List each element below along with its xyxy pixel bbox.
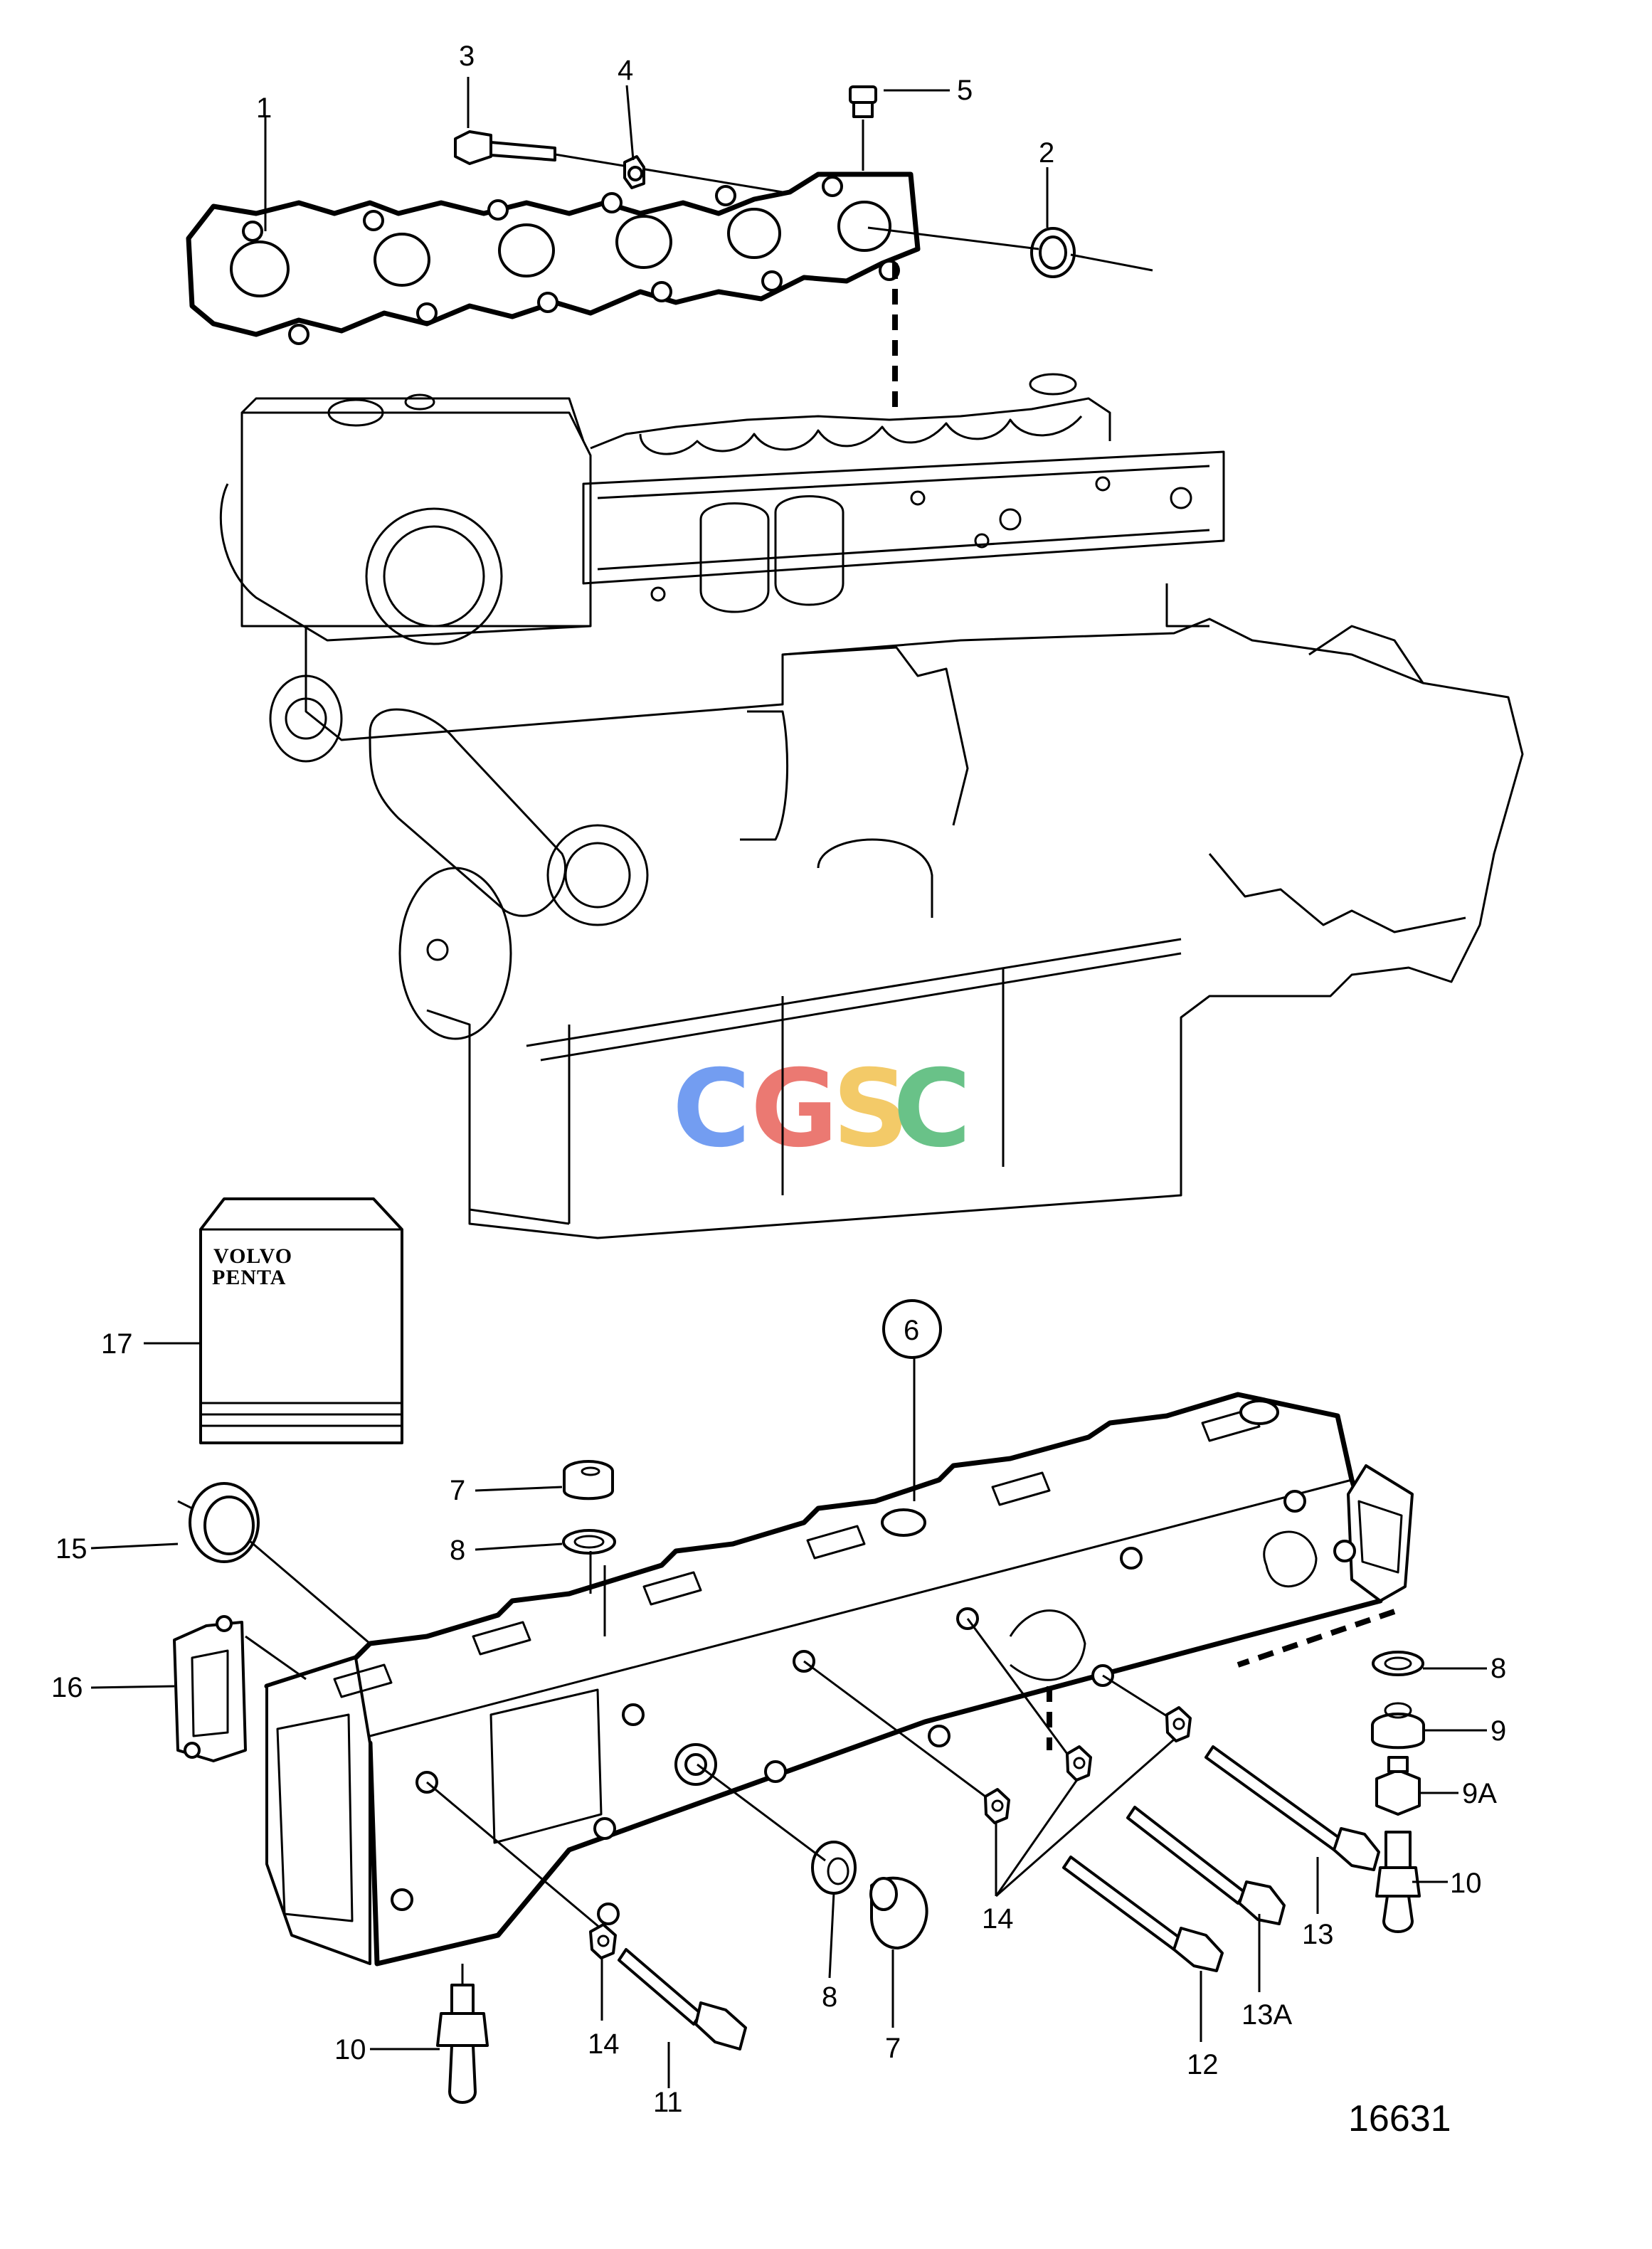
booklet-brand-line2: PENTA	[212, 1266, 286, 1289]
callout-10-left: 10	[334, 2034, 366, 2065]
watermark-letter-s: S	[832, 1047, 909, 1171]
bolt-part-12	[803, 1660, 1224, 1972]
callout-14-left: 14	[588, 2028, 620, 2060]
callout-8-bottom: 8	[822, 1981, 837, 2013]
end-cover-plate	[1347, 1464, 1414, 1602]
lock-washer-part-4	[623, 155, 645, 189]
callout-5: 5	[957, 75, 973, 106]
plug-bottom-guide-line	[697, 1763, 826, 1862]
callout-2: 2	[1039, 137, 1054, 169]
callout-3: 3	[459, 41, 475, 72]
callout-12: 12	[1187, 2049, 1219, 2080]
plug-part-7-bottom	[869, 1876, 928, 1949]
callout-6: 6	[904, 1315, 919, 1346]
bolt-part-13	[1102, 1674, 1380, 1871]
lock-washer-part-14-mid-2	[1066, 1745, 1092, 1782]
exhaust-manifold	[186, 171, 921, 345]
callout-9a: 9A	[1462, 1778, 1497, 1809]
cgsc-watermark: C G S C	[672, 1047, 971, 1171]
callout-1: 1	[256, 92, 272, 124]
washer-part-8-bottom	[811, 1841, 857, 1895]
lock-washer-part-14-left	[589, 1923, 617, 1959]
bolt-part-11	[426, 1781, 747, 2050]
instruction-booklet-part-17: VOLVO PENTA	[199, 1197, 403, 1444]
callout-14-mid: 14	[982, 1903, 1014, 1935]
plug-part-9	[1371, 1702, 1425, 1750]
manifold-flange-ports	[230, 201, 891, 297]
engine-block-outline	[219, 373, 1524, 1239]
callout-7-bottom: 7	[885, 2033, 901, 2064]
manifold-top-flange-notches	[333, 1407, 1261, 1698]
callout-13a: 13A	[1241, 1999, 1292, 2031]
callout-4: 4	[618, 55, 633, 86]
callout-8-right: 8	[1490, 1653, 1506, 1684]
washer-part-8-right	[1372, 1651, 1424, 1676]
heat-exchanger-part-6	[264, 1352, 1414, 1967]
washer-part-8-top	[562, 1529, 616, 1555]
plug-part-7-top	[563, 1460, 614, 1501]
callout-17: 17	[101, 1328, 133, 1360]
callout-6-circled: 6	[882, 1299, 942, 1359]
gasket-part-16	[173, 1615, 307, 1762]
manifold-bolt-holes	[242, 176, 900, 345]
leader-lines	[90, 77, 1487, 2088]
adapter-part-9a	[1375, 1756, 1421, 1816]
callout-11: 11	[653, 2087, 683, 2118]
callout-13: 13	[1302, 1919, 1334, 1950]
seal-ring-part-15	[177, 1482, 371, 1645]
callout-16: 16	[51, 1672, 83, 1703]
callout-7-top: 7	[450, 1475, 465, 1506]
callout-labels: 1 2 3 4 5 6 7 8 15 16 17 8 9 9A 10 10 14…	[51, 41, 1506, 2139]
lock-washer-part-14-right	[1165, 1706, 1192, 1742]
callout-8-top: 8	[450, 1535, 465, 1566]
callout-10-right: 10	[1450, 1868, 1482, 1899]
bolt-part-13a	[966, 1618, 1286, 1925]
watermark-letter-g: G	[751, 1047, 838, 1171]
drain-tap-part-10-right	[1375, 1831, 1421, 1933]
callout-9: 9	[1490, 1715, 1506, 1747]
watermark-letter-c1: C	[672, 1047, 751, 1171]
drain-dashed-connector	[1047, 1609, 1396, 1750]
callout-15: 15	[55, 1533, 88, 1565]
plug-part-5	[849, 85, 877, 171]
figure-number: 16631	[1348, 2098, 1451, 2139]
gasket-ring-part-2	[867, 226, 1153, 278]
booklet-brand-line1: VOLVO	[213, 1244, 292, 1268]
bolt-part-3	[454, 130, 783, 194]
drain-tap-part-10-left	[436, 1984, 489, 2104]
watermark-letter-c2: C	[893, 1047, 971, 1171]
lock-washer-part-14-mid-1	[984, 1788, 1010, 1824]
